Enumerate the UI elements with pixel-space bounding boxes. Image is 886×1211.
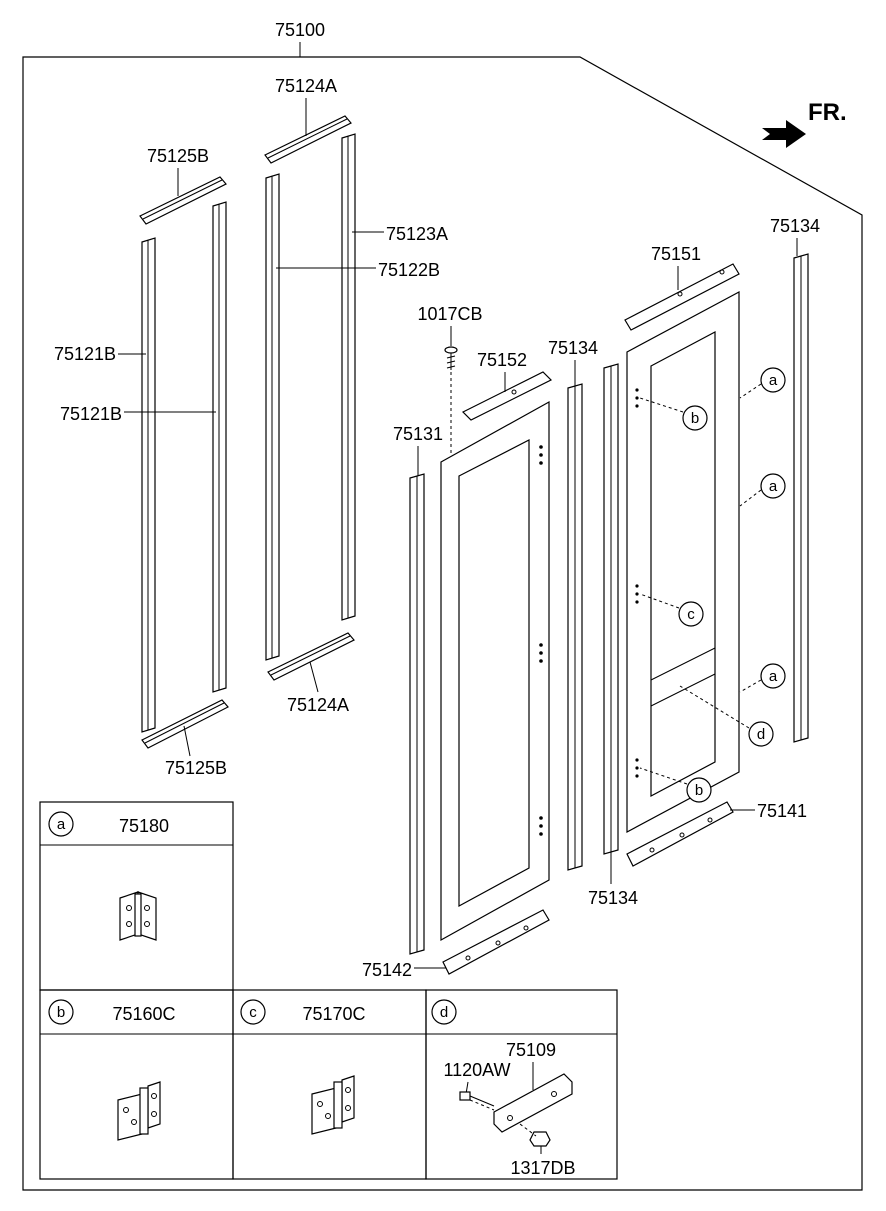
hinge-75180-icon[interactable] bbox=[119, 891, 157, 941]
front-arrow-icon bbox=[762, 120, 806, 148]
legend-b-marker bbox=[48, 999, 74, 1025]
assembly-number-label[interactable]: 75100 bbox=[275, 20, 325, 40]
svg-text:b: b bbox=[57, 1004, 65, 1021]
callout-75124A-bottom[interactable]: 75124A bbox=[287, 695, 349, 715]
marker-a-2[interactable]: a bbox=[739, 473, 786, 507]
marker-b-1[interactable]: b bbox=[639, 397, 708, 431]
svg-text:d: d bbox=[757, 726, 765, 743]
part-75121B-strip-1[interactable] bbox=[141, 237, 156, 733]
part-75141-bracket[interactable] bbox=[626, 801, 734, 867]
callout-75125B-bottom[interactable]: 75125B bbox=[165, 758, 227, 778]
legend-c-marker bbox=[240, 999, 266, 1025]
part-75134-middle-strip[interactable] bbox=[567, 383, 583, 871]
callout-75123A[interactable]: 75123A bbox=[386, 224, 448, 244]
callout-75134-bottom[interactable]: 75134 bbox=[588, 888, 638, 908]
middle-door-panel[interactable] bbox=[440, 400, 550, 942]
callout-75141[interactable]: 75141 bbox=[757, 801, 807, 821]
svg-text:a: a bbox=[57, 816, 66, 833]
hinge-75170C-icon[interactable] bbox=[311, 1075, 355, 1135]
legend-c-part[interactable]: 75170C bbox=[302, 1004, 365, 1024]
svg-text:b: b bbox=[695, 782, 703, 799]
part-75124A-bottom-rail[interactable] bbox=[267, 632, 355, 681]
callout-75134-right[interactable]: 75134 bbox=[770, 216, 820, 236]
callout-75142[interactable]: 75142 bbox=[362, 960, 412, 980]
part-75124A-top-rail[interactable] bbox=[264, 115, 352, 164]
part-75121B-strip-2[interactable] bbox=[212, 201, 227, 693]
callout-75121B-2[interactable]: 75121B bbox=[60, 404, 122, 424]
part-75142-bracket[interactable] bbox=[442, 909, 550, 975]
part-75152-bracket[interactable] bbox=[461, 371, 553, 421]
legend-box-d: d 75109 1120AW 1317DB bbox=[425, 989, 618, 1180]
front-direction-indicator: FR. bbox=[762, 99, 847, 148]
part-75125B-bottom-rail[interactable] bbox=[141, 699, 229, 749]
callout-75151[interactable]: 75151 bbox=[651, 244, 701, 264]
svg-text:a: a bbox=[769, 668, 778, 685]
part-75151-bracket[interactable] bbox=[624, 263, 740, 331]
svg-text:c: c bbox=[687, 606, 695, 623]
bracket-75109-icon[interactable] bbox=[493, 1073, 573, 1133]
nut-1317DB-icon[interactable] bbox=[519, 1123, 551, 1147]
svg-text:a: a bbox=[769, 372, 778, 389]
callout-75121B-1[interactable]: 75121B bbox=[54, 344, 116, 364]
callout-75122B[interactable]: 75122B bbox=[378, 260, 440, 280]
marker-a-1[interactable]: a bbox=[739, 367, 786, 399]
svg-text:b: b bbox=[691, 410, 699, 427]
legend-d-marker bbox=[431, 999, 457, 1025]
marker-c-1[interactable]: c bbox=[639, 593, 704, 627]
legend-box-b: b 75160C bbox=[39, 989, 234, 1180]
front-direction-label: FR. bbox=[808, 99, 847, 126]
right-door-panel[interactable] bbox=[626, 290, 740, 834]
callout-75125B-top[interactable]: 75125B bbox=[147, 146, 209, 166]
bolt-1120AW-icon[interactable] bbox=[459, 1091, 495, 1111]
svg-text:c: c bbox=[249, 1004, 257, 1021]
hinge-75160C-icon[interactable] bbox=[117, 1081, 161, 1141]
callout-1017CB[interactable]: 1017CB bbox=[417, 304, 482, 324]
legend-d-part-75109[interactable]: 75109 bbox=[506, 1040, 556, 1060]
assembly-outline bbox=[22, 56, 863, 1191]
part-75134-bottom-strip[interactable] bbox=[603, 363, 619, 855]
marker-b-2[interactable]: b bbox=[639, 767, 712, 803]
legend-d-part-1317DB[interactable]: 1317DB bbox=[510, 1158, 575, 1178]
legend-d-part-1120AW[interactable]: 1120AW bbox=[443, 1060, 510, 1080]
callout-75124A-top[interactable]: 75124A bbox=[275, 76, 337, 96]
callout-75134-middle[interactable]: 75134 bbox=[548, 338, 598, 358]
part-1017CB-screw[interactable] bbox=[444, 346, 458, 370]
marker-a-3[interactable]: a bbox=[739, 663, 786, 693]
part-75131-strip[interactable] bbox=[409, 473, 425, 955]
legend-box-c: c 75170C bbox=[232, 989, 427, 1180]
part-75123A-strip[interactable] bbox=[341, 133, 356, 621]
part-75134-right-strip[interactable] bbox=[793, 253, 809, 743]
svg-text:d: d bbox=[440, 1004, 448, 1021]
callout-75152[interactable]: 75152 bbox=[477, 350, 527, 370]
part-75122B-strip[interactable] bbox=[265, 173, 280, 661]
marker-d-1[interactable]: d bbox=[679, 685, 774, 747]
svg-text:a: a bbox=[769, 478, 778, 495]
callout-75131[interactable]: 75131 bbox=[393, 424, 443, 444]
legend-b-part[interactable]: 75160C bbox=[112, 1004, 175, 1024]
legend-a-part[interactable]: 75180 bbox=[119, 816, 169, 836]
legend-a-marker bbox=[48, 811, 74, 837]
legend-box-a: a 75180 bbox=[39, 801, 234, 991]
part-75125B-top-rail[interactable] bbox=[139, 176, 227, 225]
